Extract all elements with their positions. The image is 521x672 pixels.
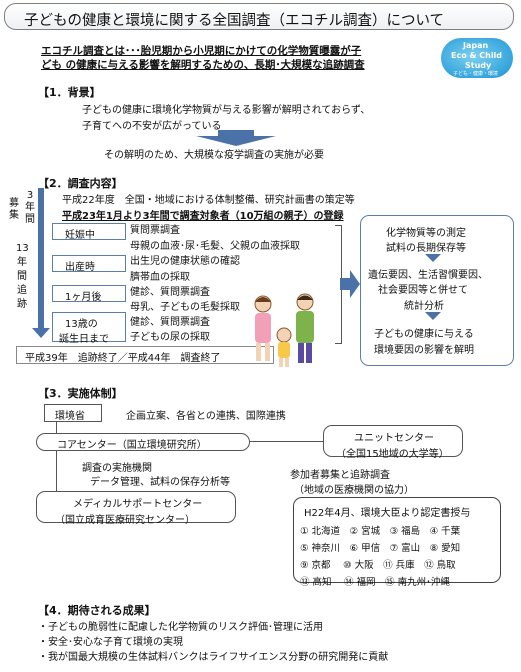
core-center-box: コアセンター（国立環境研究所） (36, 433, 250, 451)
section2-heading: 【2．調査内容】 (38, 177, 123, 190)
page-title: 子どもの健康と環境に関する全国調査（エコチル調査）について (24, 13, 445, 29)
outcome-item-3: ・我が国最大規模の生体試料バンクはライフサイエンス分野の研究開発に貢献 (38, 652, 389, 663)
timeline-bar (38, 188, 44, 328)
background-line-3: その解明のため、大規模な疫学調査の実施が必要 (104, 150, 324, 161)
section4-heading: 【4．期待される成果】 (38, 604, 156, 617)
section1-heading: 【1．背景】 (38, 86, 101, 99)
org-connector-horizontal (250, 441, 340, 442)
ministry-box: 環境省 (44, 404, 102, 422)
phase-birth-label: 出産時 (52, 255, 126, 273)
core-desc-2: データ管理、試料の保存分析等 (90, 477, 230, 488)
phase-1month-item-1: 健診、質問票調査 (130, 287, 210, 298)
outcome-item-1: ・子どもの脆弱性に配慮した化学物質のリスク評価･管理に活用 (38, 622, 323, 633)
core-desc-1: 調査の実施機関 (82, 463, 152, 474)
end-timeline-box: 平成39年 追跡終了／平成44年 調査終了 (16, 346, 274, 364)
analysis-line-4: 社会要因等と併せて (378, 285, 468, 296)
analysis-arrow-2-icon (425, 312, 441, 320)
logo-text-4: 子ども・健康・環境 (453, 71, 499, 77)
eco-child-logo: Japan Eco & Child Study 子ども・健康・環境 (441, 38, 513, 78)
schedule-line-1: 平成22年度 全国・地域における体制整備、研究計画書の策定等 (62, 195, 355, 206)
outcome-item-2: ・安全･安心な子育て環境の実現 (38, 637, 183, 648)
unit-desc-1: 参加者募集と追跡調査 (290, 470, 390, 481)
region-row-4: ⑬ 高知 ⑭ 福岡 ⑮ 南九州･沖縄 (300, 577, 450, 588)
timeline-arrow-icon (32, 328, 50, 338)
analysis-line-3: 遺伝要因、生活習慣要因、 (368, 270, 488, 281)
org-connector-vertical (56, 415, 57, 495)
ministry-desc: 企画立案、各省との連携、国際連携 (126, 411, 286, 422)
phase-13years-item-1: 健診、質問票調査 (130, 317, 210, 328)
analysis-line-1: 化学物質等の測定 (386, 228, 466, 239)
intro-line-1: エコチル調査とは･･･胎児期から小児期にかけての化学物質曝露が子 (41, 45, 362, 57)
certification-box: H22年4月、環境大臣より認定書授与 ① 北海道 ② 宮城 ③ 福島 ④ 千葉 … (293, 497, 501, 588)
side-label-recruit: 募集 (9, 198, 19, 221)
analysis-line-6: 子どもの健康に与える (374, 329, 474, 340)
background-line-1: 子どもの健康に環境化学物質が与える影響が解明されておらず、 (82, 105, 371, 116)
analysis-line-2: 試料の長期保存等 (386, 243, 466, 254)
title-banner (4, 3, 514, 30)
unit-desc-2: （地域の医療機関の協力） (294, 485, 414, 496)
section3-heading: 【3．実施体制】 (38, 387, 123, 400)
phase-pregnancy-label: 妊娠中 (52, 223, 126, 241)
schedule-line-2: 平成23年1月より3年間で調査対象者（10万組の親子）の登録 (62, 211, 344, 222)
phase-birth-item-2: 臍帯血の採取 (130, 272, 190, 283)
phase-pregnancy-item-1: 質問票調査 (130, 225, 180, 236)
unit-center-box: ユニットセンター （全国15地域の大学等） (323, 425, 463, 460)
phase-1month-item-2: 母乳、子どもの毛髪採取 (130, 302, 240, 313)
medical-center-box: メディカルサポートセンター （国立成育医療研究センター） (36, 491, 236, 526)
analysis-arrow-1-icon (425, 254, 441, 262)
region-row-1: ① 北海道 ② 宮城 ③ 福島 ④ 千葉 (300, 526, 461, 537)
region-row-3: ⑨ 京都 ⑩ 大阪 ⑪ 兵庫 ⑫ 鳥取 (300, 560, 456, 571)
analysis-line-7: 環境要因の影響を解明 (374, 345, 474, 356)
down-arrow-icon (196, 130, 276, 146)
analysis-line-5: 統計分析 (404, 301, 444, 312)
phase-13years-item-2: 子どもの尿の採取 (130, 332, 210, 343)
logo-text-3: Study (465, 61, 492, 70)
logo-text-2: Eco & Child (451, 51, 503, 60)
intro-line-2: ども の健康に与える影響を解明するための、長期･大規模な追跡調査 (41, 59, 365, 71)
region-row-2: ⑤ 神奈川 ⑥ 甲信 ⑦ 富山 ⑧ 愛知 (300, 543, 461, 554)
phase-birth-item-1: 出生児の健康状態の確認 (130, 256, 240, 267)
phase-pregnancy-item-2: 母親の血液･尿･毛髪、父親の血液採取 (130, 241, 300, 252)
family-illustration (254, 293, 314, 367)
phase-13years-label: 13歳の 誕生日まで (52, 312, 126, 345)
background-line-2: 子育てへの不安が広がっている (82, 121, 222, 132)
analysis-panel (360, 215, 514, 366)
right-arrow-icon (340, 270, 360, 298)
phase-1month-label: 1ヶ月後 (52, 285, 126, 303)
logo-text-1: Japan (463, 41, 489, 50)
